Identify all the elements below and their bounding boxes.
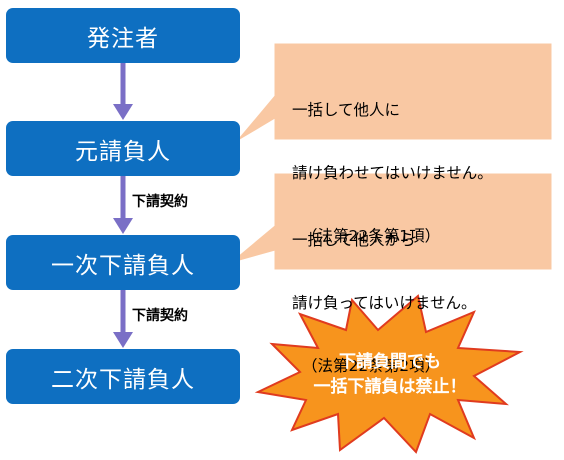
callout-1-line-3: （法第22条第1項） [302,227,441,245]
callout-1-shape [237,43,552,141]
arrow-2 [113,176,133,234]
callout-2-shape [231,173,552,270]
arrow-label-1: 下請契約 [132,194,188,210]
callout-2-line-2: 請け負ってはいけません。 [292,294,477,312]
arrow-3 [113,290,133,348]
callout-2-text: 一括して他人から 請け負ってはいけません。 （法第22条第2項） [292,188,476,398]
second-subcontractor-box: 二次下請負人 [6,349,240,404]
callout-2-line-1: 一括して他人から [292,231,416,249]
callout-1-line-1: 一括して他人に [292,101,401,119]
burst-text: 下請負間でも 一括下請負は禁止！ [290,350,490,400]
callout-2-line-3: （法第22条第2項） [302,357,441,375]
burst-line-1: 下請負間でも [339,352,441,372]
warning-burst [254,294,524,454]
first-subcontractor-box: 一次下請負人 [6,235,240,290]
prime-contractor-box: 元請負人 [6,121,240,176]
burst-line-2: 一括下請負は禁止！ [313,377,467,397]
arrow-1 [113,63,133,120]
orderer-box: 発注者 [6,8,240,63]
arrow-label-2: 下請契約 [132,308,188,324]
callout-1-line-2: 請け負わせてはいけません。 [292,164,493,182]
callout-1-text: 一括して他人に 請け負わせてはいけません。 （法第22条第1項） [292,58,493,268]
